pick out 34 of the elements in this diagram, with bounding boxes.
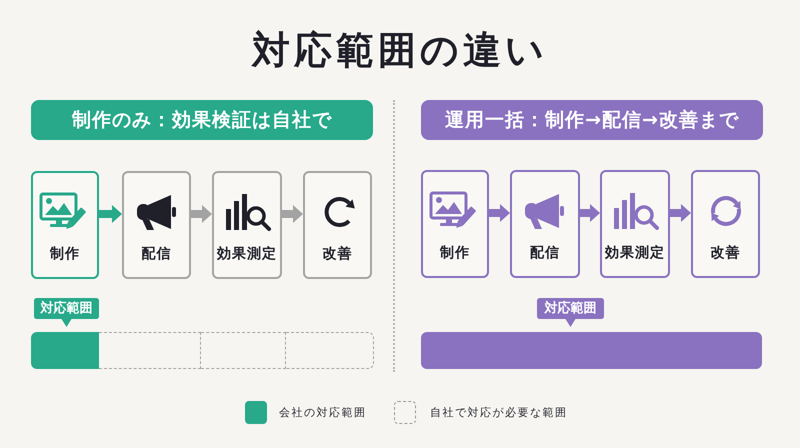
- step-card: [510, 170, 580, 278]
- dashed-range-segment: [286, 332, 374, 369]
- heading-banner: 運用一括：制作→配信→改善まで: [421, 100, 763, 140]
- heading-banner: 制作のみ：効果検証は自社で: [31, 100, 373, 140]
- dashed-range-segment: [99, 332, 201, 369]
- step-card: [691, 170, 760, 278]
- step-card: [212, 171, 282, 279]
- arrow: [670, 204, 691, 222]
- step-label: 配信: [530, 244, 560, 262]
- step-card: [303, 171, 372, 279]
- arrow: [489, 204, 510, 222]
- step-card: [31, 171, 99, 279]
- legend-label: 自社で対応が必要な範囲: [430, 405, 568, 421]
- title: 対応範囲の違い: [252, 28, 548, 72]
- step-label: 効果測定: [217, 245, 277, 263]
- dashed-range-segment: [201, 332, 286, 369]
- range-bar: [31, 332, 99, 369]
- callout-tag: 対応範囲: [537, 298, 604, 327]
- step-card: [122, 171, 191, 279]
- callout-tag: 対応範囲: [34, 298, 99, 327]
- arrow: [191, 205, 212, 223]
- range-bar: [421, 332, 762, 369]
- arrow: [99, 205, 122, 223]
- step-label: 配信: [142, 245, 172, 263]
- step-card: [600, 170, 670, 278]
- step-label: 効果測定: [605, 244, 665, 262]
- legend-label: 会社の対応範囲: [279, 405, 366, 421]
- step-label: 制作: [50, 245, 80, 263]
- step-card: [421, 170, 489, 278]
- arrow: [580, 204, 600, 222]
- arrow: [282, 205, 303, 223]
- step-label: 制作: [440, 244, 470, 262]
- step-label: 改善: [710, 244, 740, 262]
- step-label: 改善: [322, 245, 352, 263]
